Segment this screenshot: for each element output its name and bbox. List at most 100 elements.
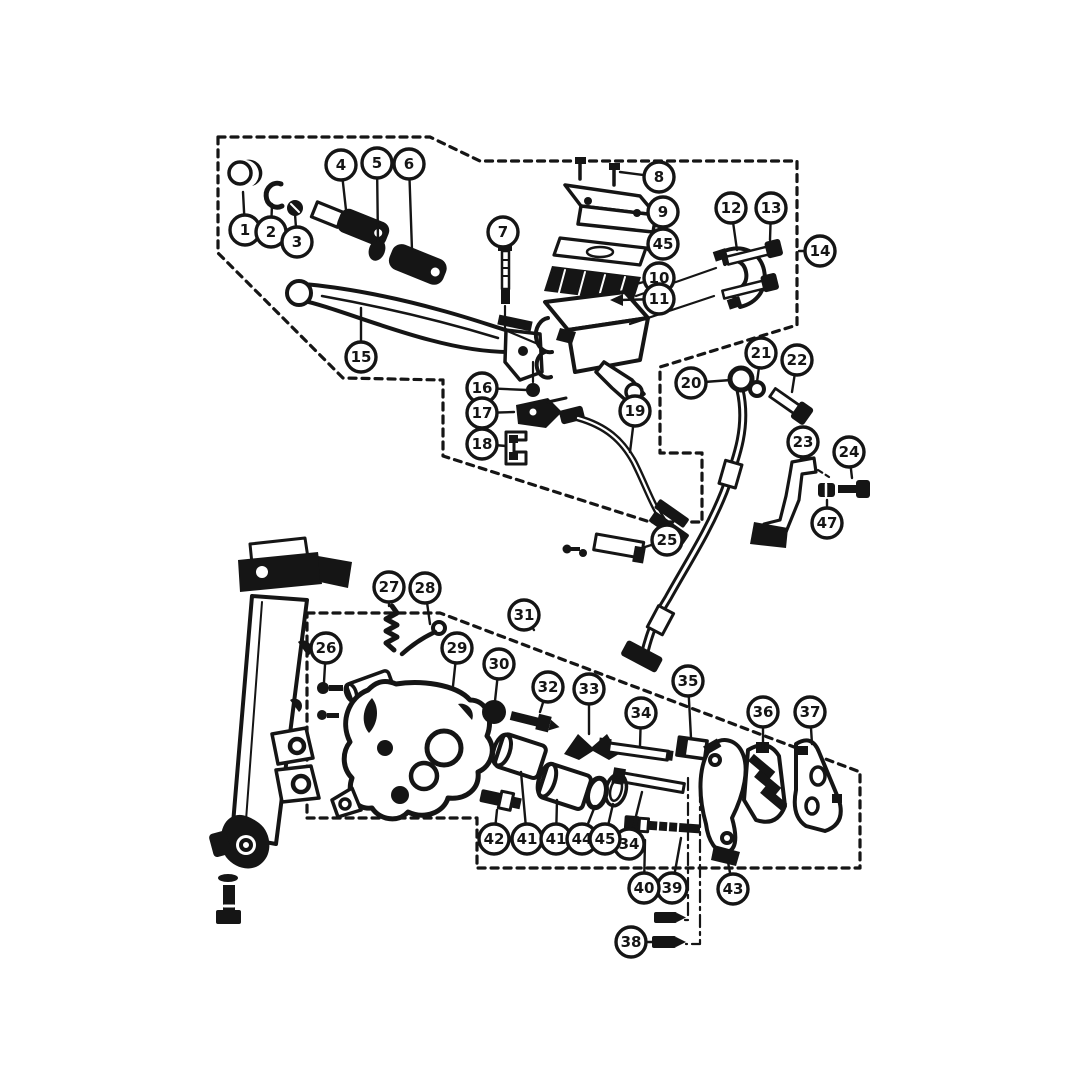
callout-27[interactable]: 27 [372, 570, 406, 608]
callout-circle[interactable] [477, 822, 511, 856]
callout-circle[interactable] [803, 234, 837, 268]
callout-3[interactable]: 3 [280, 212, 314, 259]
callout-circle[interactable] [746, 695, 780, 729]
callout-45[interactable]: 45 [588, 802, 622, 856]
callout-40[interactable]: 40 [627, 838, 661, 905]
callout-circle[interactable] [486, 215, 520, 249]
callout-30[interactable]: 30 [482, 647, 516, 703]
callout-circle[interactable] [624, 696, 658, 730]
callout-47[interactable]: 47 [810, 498, 844, 540]
callout-6[interactable]: 6 [392, 147, 426, 252]
callout-9[interactable]: 9 [646, 195, 680, 229]
callout-14[interactable]: 14 [797, 234, 837, 268]
callout-31[interactable]: 31 [507, 598, 541, 632]
caliper-mount-bolts [317, 682, 343, 720]
callout-circle[interactable] [408, 571, 442, 605]
callout-circle[interactable] [440, 631, 474, 665]
callout-circle[interactable] [324, 148, 358, 182]
caliper-piston-1 [490, 732, 548, 780]
callout-circle[interactable] [360, 146, 394, 180]
callout-16[interactable]: 16 [465, 371, 529, 405]
callout-circle[interactable] [646, 227, 680, 261]
callout-36[interactable]: 36 [746, 695, 780, 750]
callout-11[interactable]: 11 [618, 282, 676, 316]
callout-circle[interactable] [650, 523, 684, 557]
callout-circle[interactable] [627, 871, 661, 905]
callout-38[interactable]: 38 [614, 925, 654, 959]
callout-circle[interactable] [810, 506, 844, 540]
callout-41[interactable]: 41 [539, 798, 573, 856]
callout-7[interactable]: 7 [486, 215, 520, 250]
callout-circle[interactable] [588, 822, 622, 856]
callout-35[interactable]: 35 [671, 664, 705, 740]
callout-circle[interactable] [786, 425, 820, 459]
callout-circle[interactable] [714, 191, 748, 225]
pin-sleeve [675, 735, 709, 761]
callout-circle[interactable] [280, 225, 314, 259]
callout-circle[interactable] [793, 695, 827, 729]
callout-24[interactable]: 24 [832, 435, 866, 480]
callout-number: 42 [484, 830, 505, 848]
callout-33[interactable]: 33 [572, 672, 606, 736]
callout-42[interactable]: 42 [477, 808, 511, 856]
callout-39[interactable]: 39 [655, 836, 689, 905]
callout-circle[interactable] [531, 670, 565, 704]
callout-circle[interactable] [465, 427, 499, 461]
callout-12[interactable]: 12 [714, 191, 748, 252]
spring-sleeve [388, 244, 447, 285]
callout-37[interactable]: 37 [793, 695, 827, 746]
callout-8[interactable]: 8 [618, 160, 676, 194]
callout-number: 38 [621, 933, 642, 951]
callout-circle[interactable] [309, 631, 343, 665]
circlip [263, 180, 285, 210]
callout-circle[interactable] [507, 598, 541, 632]
callout-43[interactable]: 43 [716, 860, 750, 906]
callout-34[interactable]: 34 [624, 696, 658, 748]
callout-28[interactable]: 28 [408, 571, 442, 626]
callout-25[interactable]: 25 [643, 523, 684, 557]
callout-44[interactable]: 44 [565, 804, 599, 856]
callout-circle[interactable] [344, 340, 378, 374]
callout-circle[interactable] [674, 366, 708, 400]
callout-32[interactable]: 32 [531, 670, 565, 714]
callout-circle[interactable] [482, 647, 516, 681]
callout-number: 16 [472, 379, 493, 397]
callout-21[interactable]: 21 [744, 336, 778, 384]
callout-17[interactable]: 17 [465, 396, 516, 430]
callout-circle[interactable] [372, 570, 406, 604]
callout-circle[interactable] [671, 664, 705, 698]
callout-circle[interactable] [618, 394, 652, 428]
callout-22[interactable]: 22 [780, 343, 814, 394]
callout-number: 27 [379, 578, 400, 596]
callout-41[interactable]: 41 [510, 770, 544, 856]
callout-45[interactable]: 45 [646, 227, 680, 261]
callout-circle[interactable] [614, 925, 648, 959]
callout-circle[interactable] [832, 435, 866, 469]
callout-circle[interactable] [744, 336, 778, 370]
callout-circle[interactable] [716, 872, 750, 906]
bracket-mount-bolt [623, 815, 701, 834]
callout-13[interactable]: 13 [754, 191, 788, 242]
callout-number: 47 [817, 514, 838, 532]
callout-number: 2 [266, 223, 276, 241]
brake-light-switch [516, 396, 568, 428]
callout-circle[interactable] [780, 343, 814, 377]
callout-number: 37 [800, 703, 821, 721]
callout-26[interactable]: 26 [309, 631, 343, 684]
callout-23[interactable]: 23 [786, 425, 820, 462]
callout-circle[interactable] [754, 191, 788, 225]
callout-18[interactable]: 18 [465, 427, 508, 461]
master-cylinder-body [533, 290, 650, 406]
callout-4[interactable]: 4 [324, 148, 358, 212]
callout-29[interactable]: 29 [440, 631, 474, 688]
pad-bolt [479, 789, 522, 812]
callout-5[interactable]: 5 [360, 146, 394, 244]
callout-circle[interactable] [392, 147, 426, 181]
callout-circle[interactable] [572, 672, 606, 706]
callout-circle[interactable] [646, 195, 680, 229]
callout-20[interactable]: 20 [674, 366, 733, 400]
callout-circle[interactable] [642, 160, 676, 194]
callout-15[interactable]: 15 [344, 306, 378, 374]
callout-19[interactable]: 19 [618, 394, 652, 454]
callout-circle[interactable] [642, 282, 676, 316]
